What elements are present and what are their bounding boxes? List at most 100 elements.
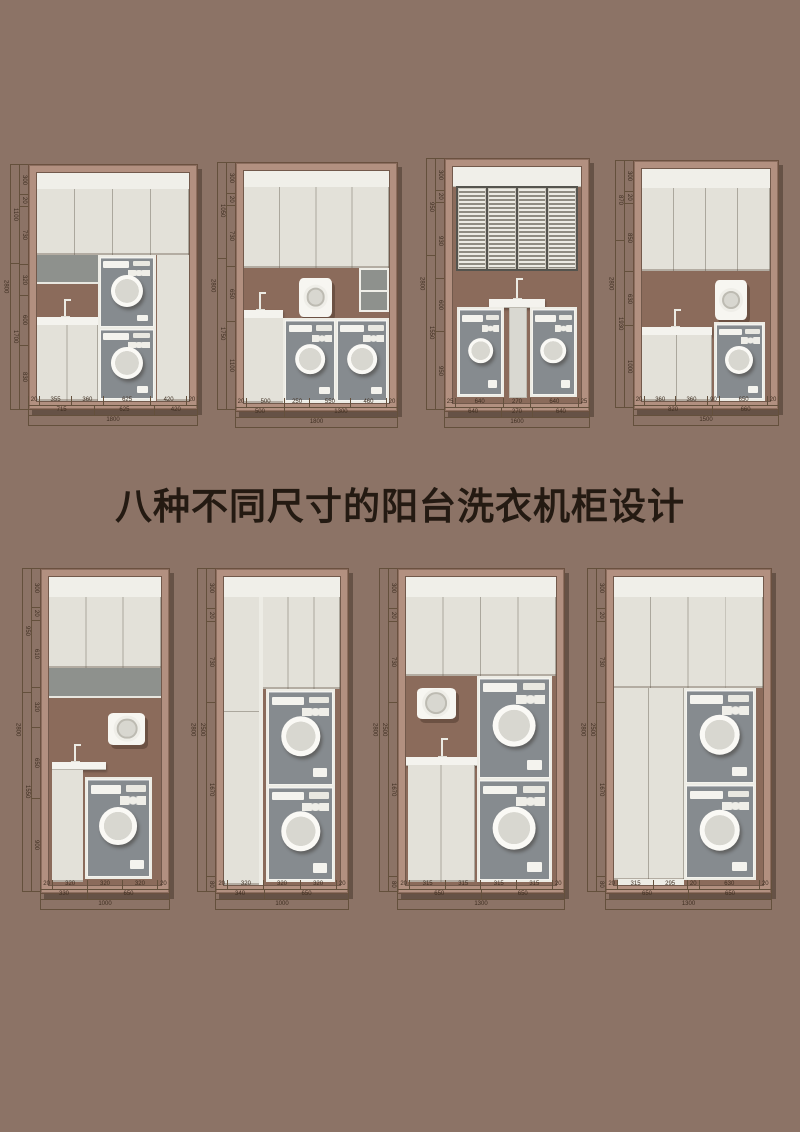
washer-hatch: [561, 379, 571, 389]
washer-hatch: [527, 760, 543, 770]
wall-mounted-dryer: [416, 687, 456, 719]
cabinet-frame: [40, 568, 170, 894]
dim-label: 870: [616, 160, 625, 240]
dim-label: 1550: [23, 692, 32, 892]
washer-dryer-column: [476, 675, 552, 882]
dim-label: 20: [633, 396, 645, 406]
dim-label: 20: [235, 398, 246, 408]
washing-machine: [86, 779, 151, 877]
washing-machine: [531, 309, 576, 396]
dim-total-width: 1000: [215, 900, 349, 910]
louver-door: [457, 187, 486, 269]
washer-display: [522, 785, 546, 793]
washer-niche: [713, 322, 765, 401]
washer-knobs: [120, 796, 146, 806]
washer-display: [126, 784, 146, 792]
dim-total-width: 1800: [235, 418, 398, 428]
balcony-wall: [641, 168, 771, 402]
louver-door: [548, 187, 577, 269]
washer-panel: [271, 696, 304, 706]
dim-total-width: 1300: [397, 900, 565, 910]
washer-panel: [103, 333, 130, 340]
dim-total-height: 2800: [208, 162, 218, 410]
dim-label: 360: [70, 396, 103, 406]
washer-display: [308, 696, 330, 704]
cabinet-frame: [215, 568, 349, 894]
washer-display: [485, 314, 500, 321]
dim-label: 340: [215, 890, 265, 900]
washer-display: [133, 261, 150, 267]
dim-label: 1100: [11, 164, 20, 264]
washer-display: [522, 683, 546, 691]
washer-panel: [482, 785, 518, 795]
dim-total-width: 1800: [28, 416, 198, 426]
soffit-panel: [224, 577, 340, 599]
dim-label: 2500: [198, 568, 207, 892]
washer-door: [99, 807, 138, 846]
tall-cabinet: [224, 597, 259, 885]
sink-pedestal: [509, 307, 527, 398]
balcony-wall: [223, 576, 341, 886]
washer-hatch: [371, 386, 382, 395]
dim-total-width: 1600: [444, 418, 590, 428]
faucet-icon: [70, 744, 81, 765]
washer-knobs: [363, 334, 384, 342]
dim-label: 715: [28, 406, 95, 416]
washer-door: [725, 346, 754, 375]
dim-total-width: 1500: [633, 416, 779, 426]
dim-label: 20: [156, 880, 171, 890]
soffit-panel: [406, 577, 556, 599]
dim-total-height: 2800: [417, 158, 427, 410]
washer-hatch: [488, 379, 498, 389]
dim-label: 1700: [11, 263, 20, 410]
gray-open-shelf: [37, 255, 98, 285]
washing-machine: [99, 329, 154, 399]
washer-knobs: [311, 334, 332, 342]
dim-row-total: 1500: [633, 416, 779, 426]
dim-label: 500: [245, 398, 285, 408]
dim-label: 320: [299, 880, 336, 890]
dryer: [686, 689, 754, 784]
washer-display: [728, 695, 750, 702]
dim-label: 355: [39, 396, 71, 406]
washer-panel: [482, 683, 518, 693]
dim-total-height: 2800: [1, 164, 11, 410]
wall-mounted-dryer: [714, 280, 747, 320]
dim-label: 20: [335, 880, 350, 890]
dim-label: 315: [516, 880, 552, 890]
dim-label: 650: [719, 396, 767, 406]
upper-wall-cabinets: [614, 597, 763, 688]
dim-label: 20: [766, 396, 779, 406]
washer-door: [280, 811, 321, 852]
dim-label: 320: [263, 880, 300, 890]
dim-label: 650: [605, 890, 688, 900]
upper-wall-cabinets: [263, 597, 340, 690]
dim-label: 270: [503, 398, 530, 408]
dim-label: 2500: [380, 568, 389, 892]
dim-label: 320: [227, 880, 264, 890]
dim-label: 20: [40, 880, 53, 890]
dim-row-total: 1000: [40, 900, 170, 910]
faucet-icon: [512, 278, 523, 302]
dim-total-width: 1300: [605, 900, 772, 910]
faucet-icon: [437, 738, 448, 760]
washer-hatch: [319, 386, 330, 395]
dim-label: 1050: [218, 162, 227, 259]
washer-knobs: [481, 324, 500, 333]
